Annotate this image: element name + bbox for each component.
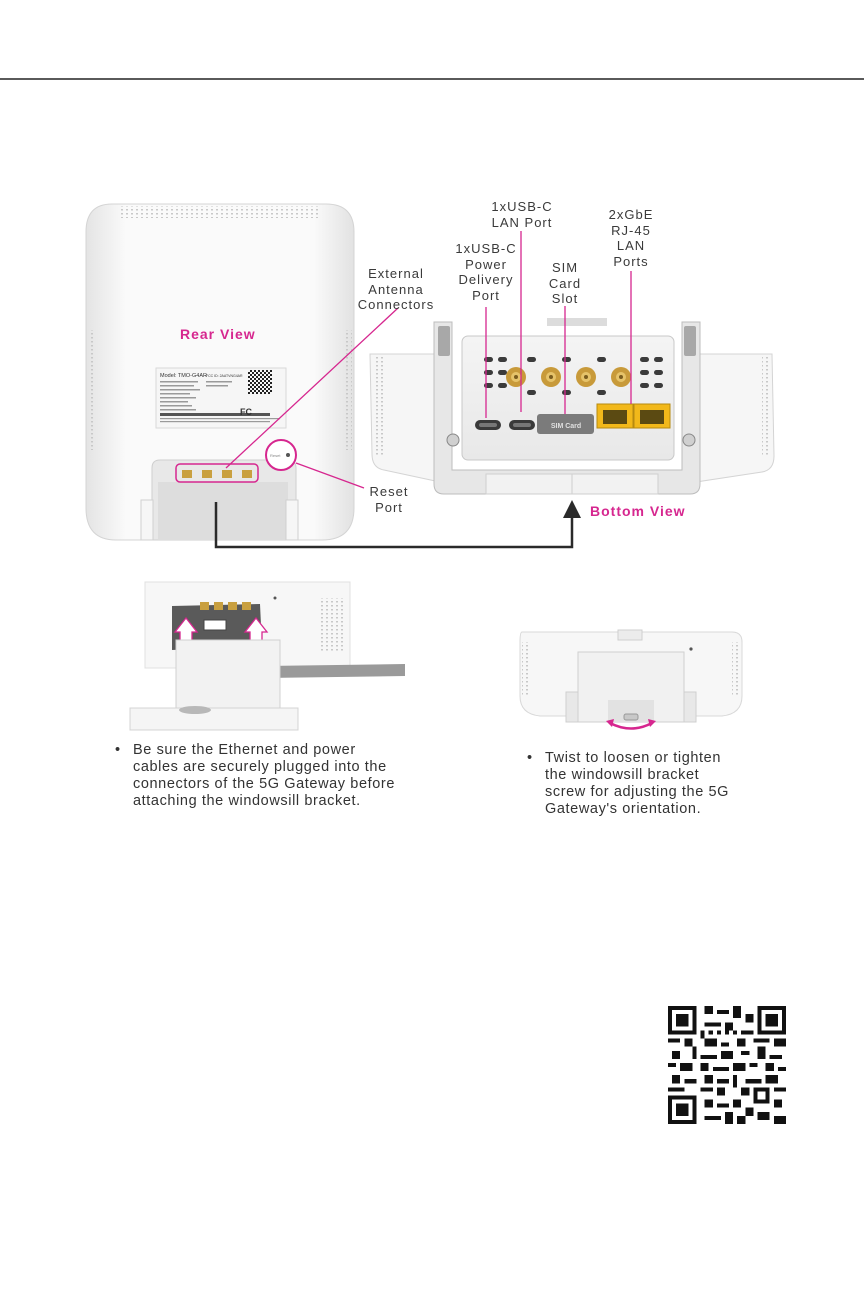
sim-card-text: SIM Card: [551, 423, 581, 430]
bullet-dot: •: [115, 742, 121, 758]
usb-c-power-label-line: Power: [465, 256, 507, 272]
windowsill-bracket-illustration: [519, 629, 743, 730]
bullet-line: Twist to loosen or tighten: [545, 750, 721, 766]
bullet-dot: •: [527, 750, 533, 766]
bullet-left: • Be sure the Ethernet and power cables …: [115, 742, 435, 814]
usb-c-power-label-line: Delivery: [458, 272, 514, 287]
bottom-view-device: SIM Card: [369, 318, 775, 495]
usb-c-lan-label-line: LAN Port: [491, 214, 553, 230]
gbe-label-line: Ports: [613, 253, 649, 269]
bullet-line: attaching the windowsill bracket.: [133, 793, 361, 809]
gbe-label-line: RJ-45: [611, 222, 651, 238]
bullet-line: cables are securely plugged into the: [133, 759, 387, 775]
bullet-line: the windowsill bracket: [545, 767, 700, 783]
sim-label-line: Card: [548, 275, 582, 291]
device-fcc-text: FCC ID: 2AATVNG4AR: [206, 374, 243, 378]
svg-text:Reset: Reset: [270, 453, 281, 458]
bullet-line: Be sure the Ethernet and power: [133, 742, 356, 758]
antenna-highlight: [175, 463, 259, 483]
bullet-line: connectors of the 5G Gateway before: [133, 776, 395, 792]
usb-c-power-label: 1xUSB-C Power Delivery Port: [446, 241, 526, 303]
external-antenna-label: External Antenna Connectors: [352, 266, 440, 313]
usb-c-lan-label-line: 1xUSB-C: [491, 199, 553, 214]
reset-highlight: [265, 439, 297, 471]
reset-label-line: Reset: [369, 484, 409, 499]
bullet-left-text: Be sure the Ethernet and power cables ar…: [133, 742, 395, 810]
external-antenna-label-line: External: [368, 266, 424, 281]
usb-c-power-label-line: 1xUSB-C: [455, 241, 517, 256]
gbe-ports-label: 2xGbE RJ-45 LAN Ports: [596, 207, 666, 269]
header-rule: [0, 78, 864, 80]
reset-port-label: Reset Port: [360, 484, 418, 515]
reset-label-line: Port: [375, 499, 403, 515]
gbe-label-line: 2xGbE: [608, 207, 654, 222]
bottom-view-label: Bottom View: [590, 503, 686, 519]
external-antenna-label-line: Connectors: [357, 297, 435, 312]
device-model-text: Model: TMO-G4AR: [160, 373, 207, 379]
gbe-label-line: LAN: [616, 238, 646, 253]
usb-c-power-label-line: Port: [472, 287, 500, 303]
rear-view-label: Rear View: [180, 326, 256, 342]
bullet-line: screw for adjusting the 5G: [545, 784, 730, 800]
sim-slot-label: SIM Card Slot: [538, 260, 592, 307]
qr-code: [668, 1006, 786, 1124]
cable-connection-illustration: [129, 581, 405, 731]
bullet-right-text: Twist to loosen or tighten the windowsil…: [545, 750, 729, 818]
bullet-right: • Twist to loosen or tighten the windows…: [527, 750, 767, 822]
external-antenna-label-line: Antenna: [368, 281, 424, 297]
bullet-line: Gateway's orientation.: [545, 801, 702, 817]
svg-text:FC: FC: [240, 407, 252, 417]
sim-label-line: SIM: [551, 260, 579, 275]
usb-c-lan-label: 1xUSB-C LAN Port: [478, 199, 566, 230]
rear-view-device: Model: TMO-G4AR FCC ID: 2AATVNG4AR FC Re…: [85, 203, 355, 541]
sim-label-line: Slot: [551, 291, 579, 306]
